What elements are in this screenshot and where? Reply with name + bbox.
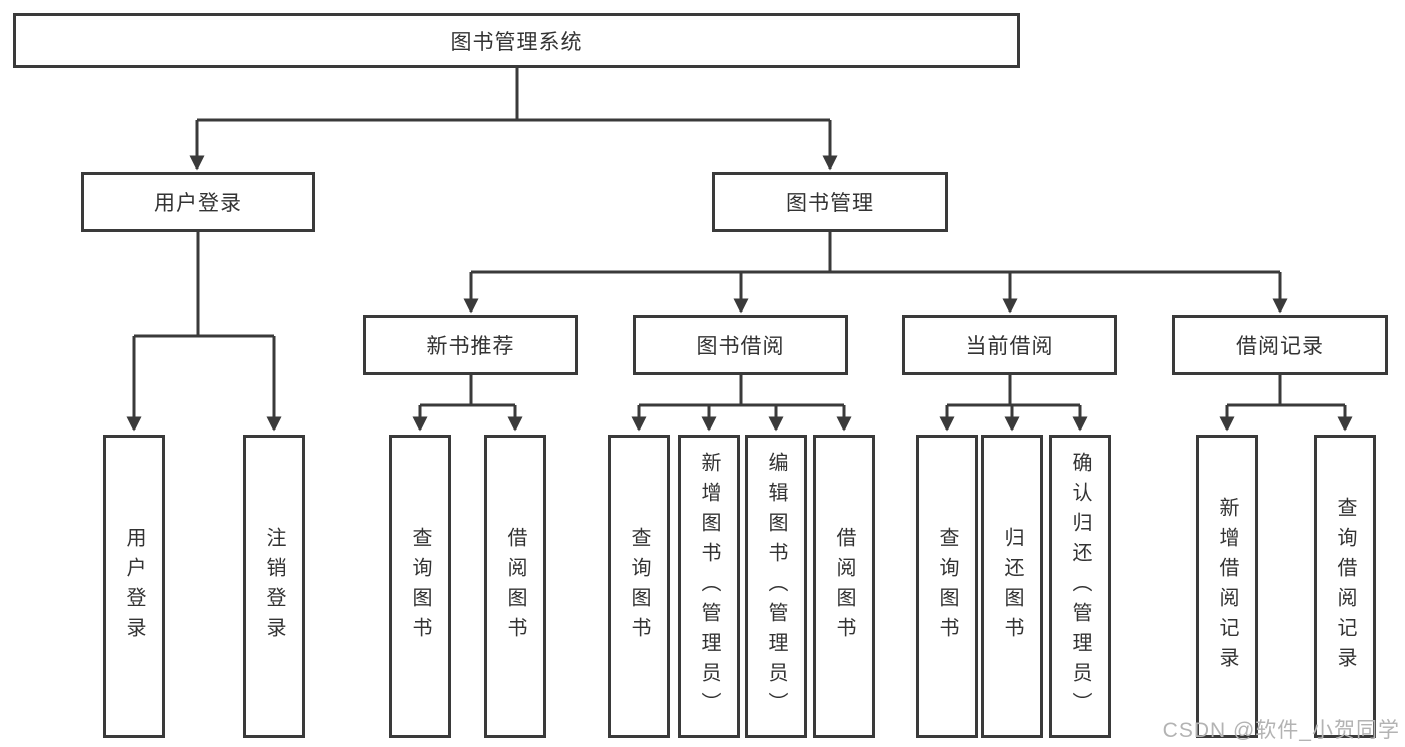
node-label: 注销登录	[263, 526, 285, 647]
node-label: 新书推荐	[426, 335, 515, 358]
csdn-watermark: CSDN @软件_小贺同学	[1162, 719, 1400, 742]
leaf-return-book: 归还图书	[981, 435, 1043, 738]
node-book-management: 图书管理	[712, 172, 948, 232]
leaf-borrow-books-2: 借阅图书	[813, 435, 875, 738]
node-label: 借阅图书	[504, 526, 526, 647]
node-new-book-recommendation: 新书推荐	[363, 315, 578, 375]
node-label: 查询借阅记录	[1334, 496, 1356, 677]
leaf-user-login: 用户登录	[103, 435, 165, 738]
node-label: 查询图书	[628, 526, 650, 647]
node-label: 新增借阅记录	[1216, 496, 1238, 677]
leaf-logout: 注销登录	[243, 435, 305, 738]
edge-group	[126, 68, 1353, 432]
node-label: 编辑图书（管理员）	[765, 451, 787, 722]
leaf-add-book-admin: 新增图书（管理员）	[678, 435, 740, 738]
leaf-confirm-return-admin: 确认归还（管理员）	[1049, 435, 1111, 738]
node-label: 用户登录	[154, 192, 242, 215]
node-borrowing-records: 借阅记录	[1172, 315, 1388, 375]
node-user-login: 用户登录	[81, 172, 315, 232]
leaf-query-books-1: 查询图书	[389, 435, 451, 738]
node-label: 借阅记录	[1236, 335, 1324, 358]
node-current-borrowing: 当前借阅	[902, 315, 1117, 375]
node-label: 查询图书	[409, 526, 431, 647]
leaf-query-borrow-record: 查询借阅记录	[1314, 435, 1376, 738]
node-root-system: 图书管理系统	[13, 13, 1020, 68]
node-label: 图书管理	[786, 192, 874, 215]
leaf-edit-book-admin: 编辑图书（管理员）	[745, 435, 807, 738]
node-book-borrowing: 图书借阅	[633, 315, 848, 375]
node-label: 当前借阅	[965, 335, 1054, 358]
leaf-add-borrow-record: 新增借阅记录	[1196, 435, 1258, 738]
node-label: 查询图书	[936, 526, 958, 647]
node-label: 新增图书（管理员）	[698, 451, 720, 722]
leaf-query-books-2: 查询图书	[608, 435, 670, 738]
node-label: 确认归还（管理员）	[1069, 451, 1091, 722]
node-label: 图书借阅	[696, 335, 785, 358]
leaf-query-books-3: 查询图书	[916, 435, 978, 738]
leaf-borrow-books-1: 借阅图书	[484, 435, 546, 738]
node-label: 归还图书	[1001, 526, 1023, 647]
node-label: 图书管理系统	[450, 30, 583, 54]
node-label: 用户登录	[123, 526, 145, 647]
node-label: 借阅图书	[833, 526, 855, 647]
